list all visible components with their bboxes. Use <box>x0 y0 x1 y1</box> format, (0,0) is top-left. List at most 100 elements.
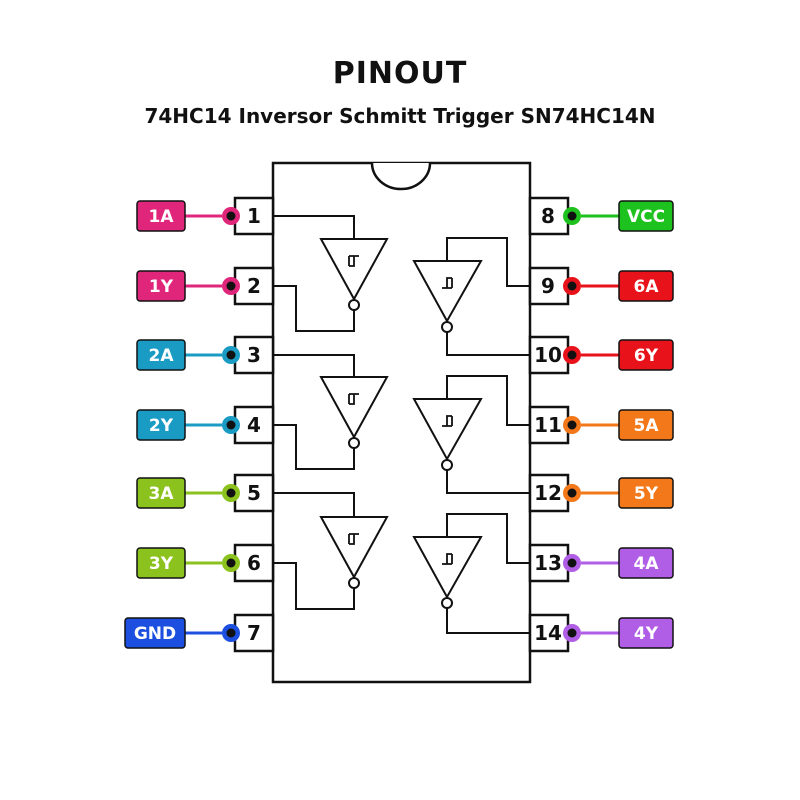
gate-triangle <box>412 398 483 462</box>
hysteresis-symbol <box>442 277 453 289</box>
pin-number: 13 <box>534 551 562 575</box>
pin-number: 1 <box>247 204 261 228</box>
pin-dot-center <box>226 211 236 221</box>
pin-dot-center <box>567 488 577 498</box>
gate-bubble <box>348 299 360 311</box>
pin-label: VCC <box>627 207 665 227</box>
gate-triangle <box>319 516 389 580</box>
pin-1: 1A 1 <box>136 196 275 236</box>
pin-label-box <box>136 409 186 441</box>
pin-number: 12 <box>534 481 562 505</box>
pin-9: 6A 9 <box>528 266 674 306</box>
pin-dot-center <box>567 420 577 430</box>
pin-dot-center <box>226 350 236 360</box>
pin-label: 6A <box>634 277 660 297</box>
pin-dot-center <box>567 558 577 568</box>
hysteresis-symbol <box>442 553 453 565</box>
gate-bubble <box>441 321 453 333</box>
pin-label-box <box>136 200 186 232</box>
pin-number: 9 <box>541 274 555 298</box>
pin-label-box <box>618 270 674 302</box>
wire-input <box>273 354 355 377</box>
pin-dot-center <box>226 281 236 291</box>
gate-triangle <box>412 536 483 600</box>
pin-14: 4Y 14 <box>528 613 674 653</box>
pin-label: 3A <box>149 484 175 504</box>
ic-body <box>271 161 532 684</box>
gate-triangle <box>319 238 389 302</box>
wire-output <box>446 608 530 634</box>
pin-label-box <box>618 547 674 579</box>
wire-output <box>273 285 355 332</box>
pin-label-box <box>618 409 674 441</box>
ic-notch <box>370 162 432 191</box>
pin-5: 3A 5 <box>136 473 275 513</box>
pin-box <box>528 335 570 375</box>
pin-number: 8 <box>541 204 555 228</box>
pin-label: 4Y <box>634 624 659 644</box>
pin-dot-center <box>226 420 236 430</box>
pin-dot-center <box>226 488 236 498</box>
pin-10: 6Y 10 <box>528 335 674 375</box>
pin-number: 4 <box>247 413 261 437</box>
pin-box <box>233 335 275 375</box>
pin-label: 6Y <box>634 346 659 366</box>
wire-output <box>273 424 355 470</box>
pin-number: 5 <box>247 481 261 505</box>
pin-number: 10 <box>534 343 562 367</box>
pin-label-box <box>618 200 674 232</box>
pin-12: 5Y 12 <box>528 473 674 513</box>
pin-label: 2A <box>149 346 175 366</box>
pin-box <box>528 473 570 513</box>
pin-label: 1A <box>149 207 175 227</box>
pin-box <box>528 196 570 236</box>
pin-dot-center <box>567 628 577 638</box>
gate-left-1 <box>319 238 389 311</box>
pin-number: 11 <box>534 413 562 437</box>
gate-left-3 <box>319 516 389 589</box>
pin-dot-center <box>567 281 577 291</box>
pin-label: 1Y <box>149 277 174 297</box>
pin-label-box <box>136 339 186 371</box>
gate-bubble <box>441 597 453 609</box>
gate-bubble <box>441 459 453 471</box>
wire-input <box>273 215 355 239</box>
pin-4: 2Y 4 <box>136 405 275 445</box>
pin-box <box>233 405 275 445</box>
pin-box <box>233 266 275 306</box>
pin-label-box <box>136 477 186 509</box>
pin-label: GND <box>134 624 176 644</box>
inverter-gates <box>319 238 483 609</box>
gate-right-3 <box>412 536 483 609</box>
pin-number: 6 <box>247 551 261 575</box>
wire-output <box>446 470 530 494</box>
pin-number: 14 <box>534 621 562 645</box>
pin-dot-center <box>567 350 577 360</box>
hysteresis-symbol <box>348 255 359 267</box>
pin-label-box <box>618 339 674 371</box>
pin-label: 5Y <box>634 484 659 504</box>
pin-number: 3 <box>247 343 261 367</box>
pin-3: 2A 3 <box>136 335 275 375</box>
pin-box <box>528 266 570 306</box>
gate-triangle <box>412 260 483 324</box>
gate-bubble <box>348 437 360 449</box>
wire-input <box>273 492 355 517</box>
wire-output <box>446 332 530 356</box>
hysteresis-symbol <box>348 533 359 545</box>
pin-number: 7 <box>247 621 261 645</box>
page-title: PINOUT <box>332 56 468 91</box>
wire-output <box>273 562 355 610</box>
pin-7: GND 7 <box>124 613 275 653</box>
pin-dot-center <box>226 558 236 568</box>
pin-label-box <box>618 477 674 509</box>
pin-label-box <box>136 270 186 302</box>
wire-input <box>446 513 530 564</box>
internal-wiring <box>273 215 530 634</box>
pin-number: 2 <box>247 274 261 298</box>
pin-label: 2Y <box>149 416 174 436</box>
